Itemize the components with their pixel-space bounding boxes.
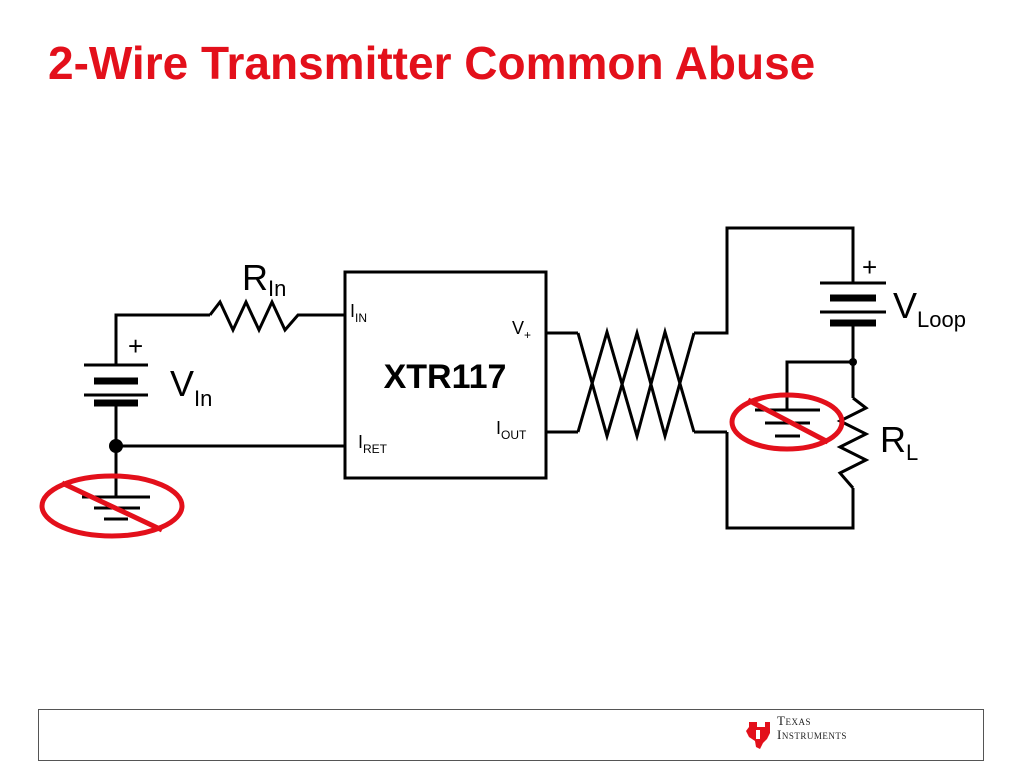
pin-iret-label: IRET xyxy=(358,432,388,456)
texas-instruments-logo-icon xyxy=(746,722,770,749)
texas-instruments-logo-text: Texas Instruments xyxy=(777,714,847,742)
chip-output-wiring xyxy=(546,331,578,434)
input-wiring xyxy=(114,298,345,497)
xtr117-chip xyxy=(343,270,548,480)
vin-junction-dot xyxy=(109,439,123,453)
rl-label: RL xyxy=(880,419,918,465)
vin-plus-sign: + xyxy=(128,331,143,361)
pin-iin-label: IIN xyxy=(350,301,367,325)
chip-name-label: XTR117 xyxy=(384,358,507,396)
twisted-pair-cable xyxy=(576,326,727,442)
logo-line-texas: Texas xyxy=(777,713,811,728)
right-ground-prohibited-icon xyxy=(729,392,845,452)
vloop-plus-sign: + xyxy=(862,252,877,282)
vloop-junction-dot xyxy=(849,358,857,366)
pin-vplus-label: V+ xyxy=(512,318,531,342)
rl-resistor xyxy=(836,396,870,489)
left-ground-prohibited-icon xyxy=(39,473,185,539)
vin-label: VIn xyxy=(170,363,212,411)
slide-footer: Texas Instruments xyxy=(38,709,984,761)
pin-iout-label: IOUT xyxy=(496,418,527,442)
logo-line-instruments: Instruments xyxy=(777,727,847,742)
slide-title: 2-Wire Transmitter Common Abuse xyxy=(48,37,816,89)
rin-label: RIn xyxy=(242,257,286,301)
loop-wiring xyxy=(716,226,855,530)
vloop-label: VLoop xyxy=(893,285,966,332)
rin-resistor xyxy=(208,298,300,334)
vloop-battery xyxy=(820,281,886,327)
vin-battery xyxy=(84,363,148,407)
